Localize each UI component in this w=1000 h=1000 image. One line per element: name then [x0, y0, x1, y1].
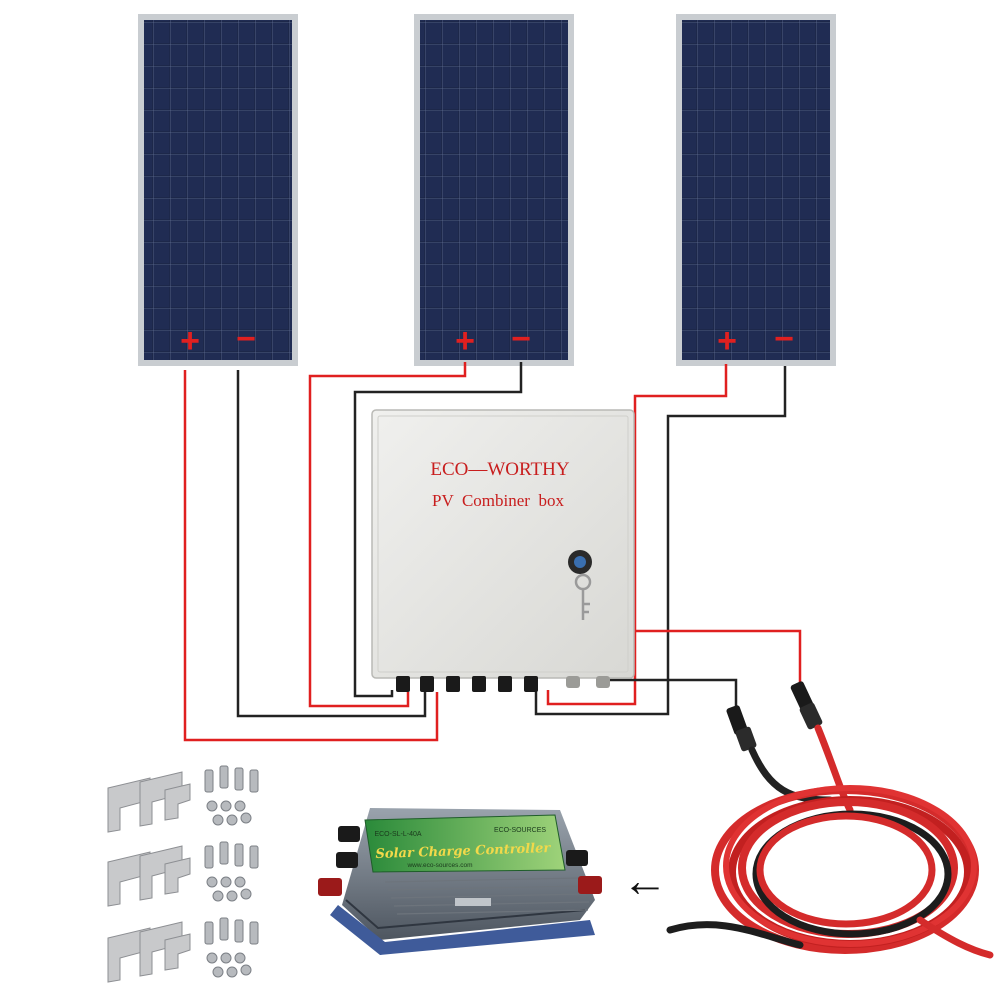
combiner-box-title: PV Combiner box [432, 491, 564, 510]
solar-panel-middle: + − [414, 14, 574, 366]
charge-controller-website: www.eco-sources.com [406, 862, 472, 869]
terminal-red [578, 876, 602, 894]
combiner-box-brand: ECO—WORTHY [430, 459, 570, 480]
solar-panel-right: + − [676, 14, 836, 366]
wiring [183, 362, 802, 742]
terminal-red [318, 878, 342, 896]
negative-wire-right [534, 366, 787, 716]
z-brackets-bottom [107, 921, 191, 983]
positive-terminal-label: + [455, 322, 475, 360]
mounting-hardware [107, 765, 259, 983]
charge-controller-brand: ECO-SOURCES [494, 827, 546, 834]
positive-wire-left [183, 370, 439, 742]
negative-terminal-label: − [511, 320, 531, 358]
terminal-black [336, 852, 358, 868]
bolts-and-nuts [204, 765, 259, 978]
arrow-icon: ← [622, 854, 668, 906]
negative-wire-middle [353, 362, 523, 698]
z-brackets-middle [107, 845, 191, 907]
mc4-connector-positive [790, 681, 823, 730]
positive-terminal-label: + [717, 322, 737, 360]
cable-glands [396, 676, 610, 692]
terminal-black [338, 826, 360, 842]
negative-terminal-label: − [774, 320, 794, 358]
solar-panel-left: + − [138, 14, 298, 366]
negative-terminal-label: − [236, 320, 256, 358]
negative-wire-left [236, 370, 427, 718]
charge-controller-label: Solar Charge Controller [375, 841, 551, 862]
positive-terminal-label: + [180, 322, 200, 360]
mc4-connector-negative [726, 705, 757, 752]
terminal-black [566, 850, 588, 866]
positive-wire-middle [308, 362, 467, 708]
cable-coil [666, 724, 994, 959]
key-icon [574, 573, 592, 620]
charge-controller: ECO-SOURCES ECO-SL-L-40A Solar Charge Co… [318, 808, 602, 955]
positive-wire-right [546, 364, 728, 706]
z-brackets-top [107, 771, 191, 833]
output-negative-wire [605, 678, 738, 712]
charge-controller-model: ECO-SL-L-40A [374, 831, 421, 838]
lock-icon [568, 550, 592, 574]
combiner-box: ECO—WORTHY PV Combiner box [371, 409, 635, 692]
